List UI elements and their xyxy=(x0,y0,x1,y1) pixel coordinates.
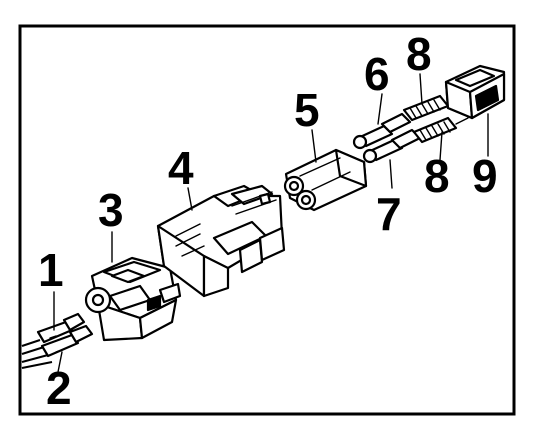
callout-5: 5 xyxy=(294,84,320,136)
callout-8-bottom: 8 xyxy=(424,150,450,202)
terminal-pins-part-6-7 xyxy=(352,112,422,164)
large-housing-part-4 xyxy=(156,184,286,298)
leader-lines xyxy=(53,73,489,373)
callout-9: 9 xyxy=(472,150,498,202)
callout-2: 2 xyxy=(46,362,72,414)
diagram-border xyxy=(18,24,516,416)
small-housing-part-3 xyxy=(84,256,182,342)
callout-3: 3 xyxy=(98,184,124,236)
spring-seals-part-8 xyxy=(402,94,469,144)
end-cap-part-9 xyxy=(444,64,506,120)
callout-8-top: 8 xyxy=(406,28,432,80)
terminal-wires-part-1-2 xyxy=(21,312,94,369)
seal-insert-part-5 xyxy=(283,148,368,212)
callout-4: 4 xyxy=(168,142,194,194)
callout-1: 1 xyxy=(38,244,64,296)
callout-6: 6 xyxy=(364,48,390,100)
callout-7: 7 xyxy=(376,188,402,240)
